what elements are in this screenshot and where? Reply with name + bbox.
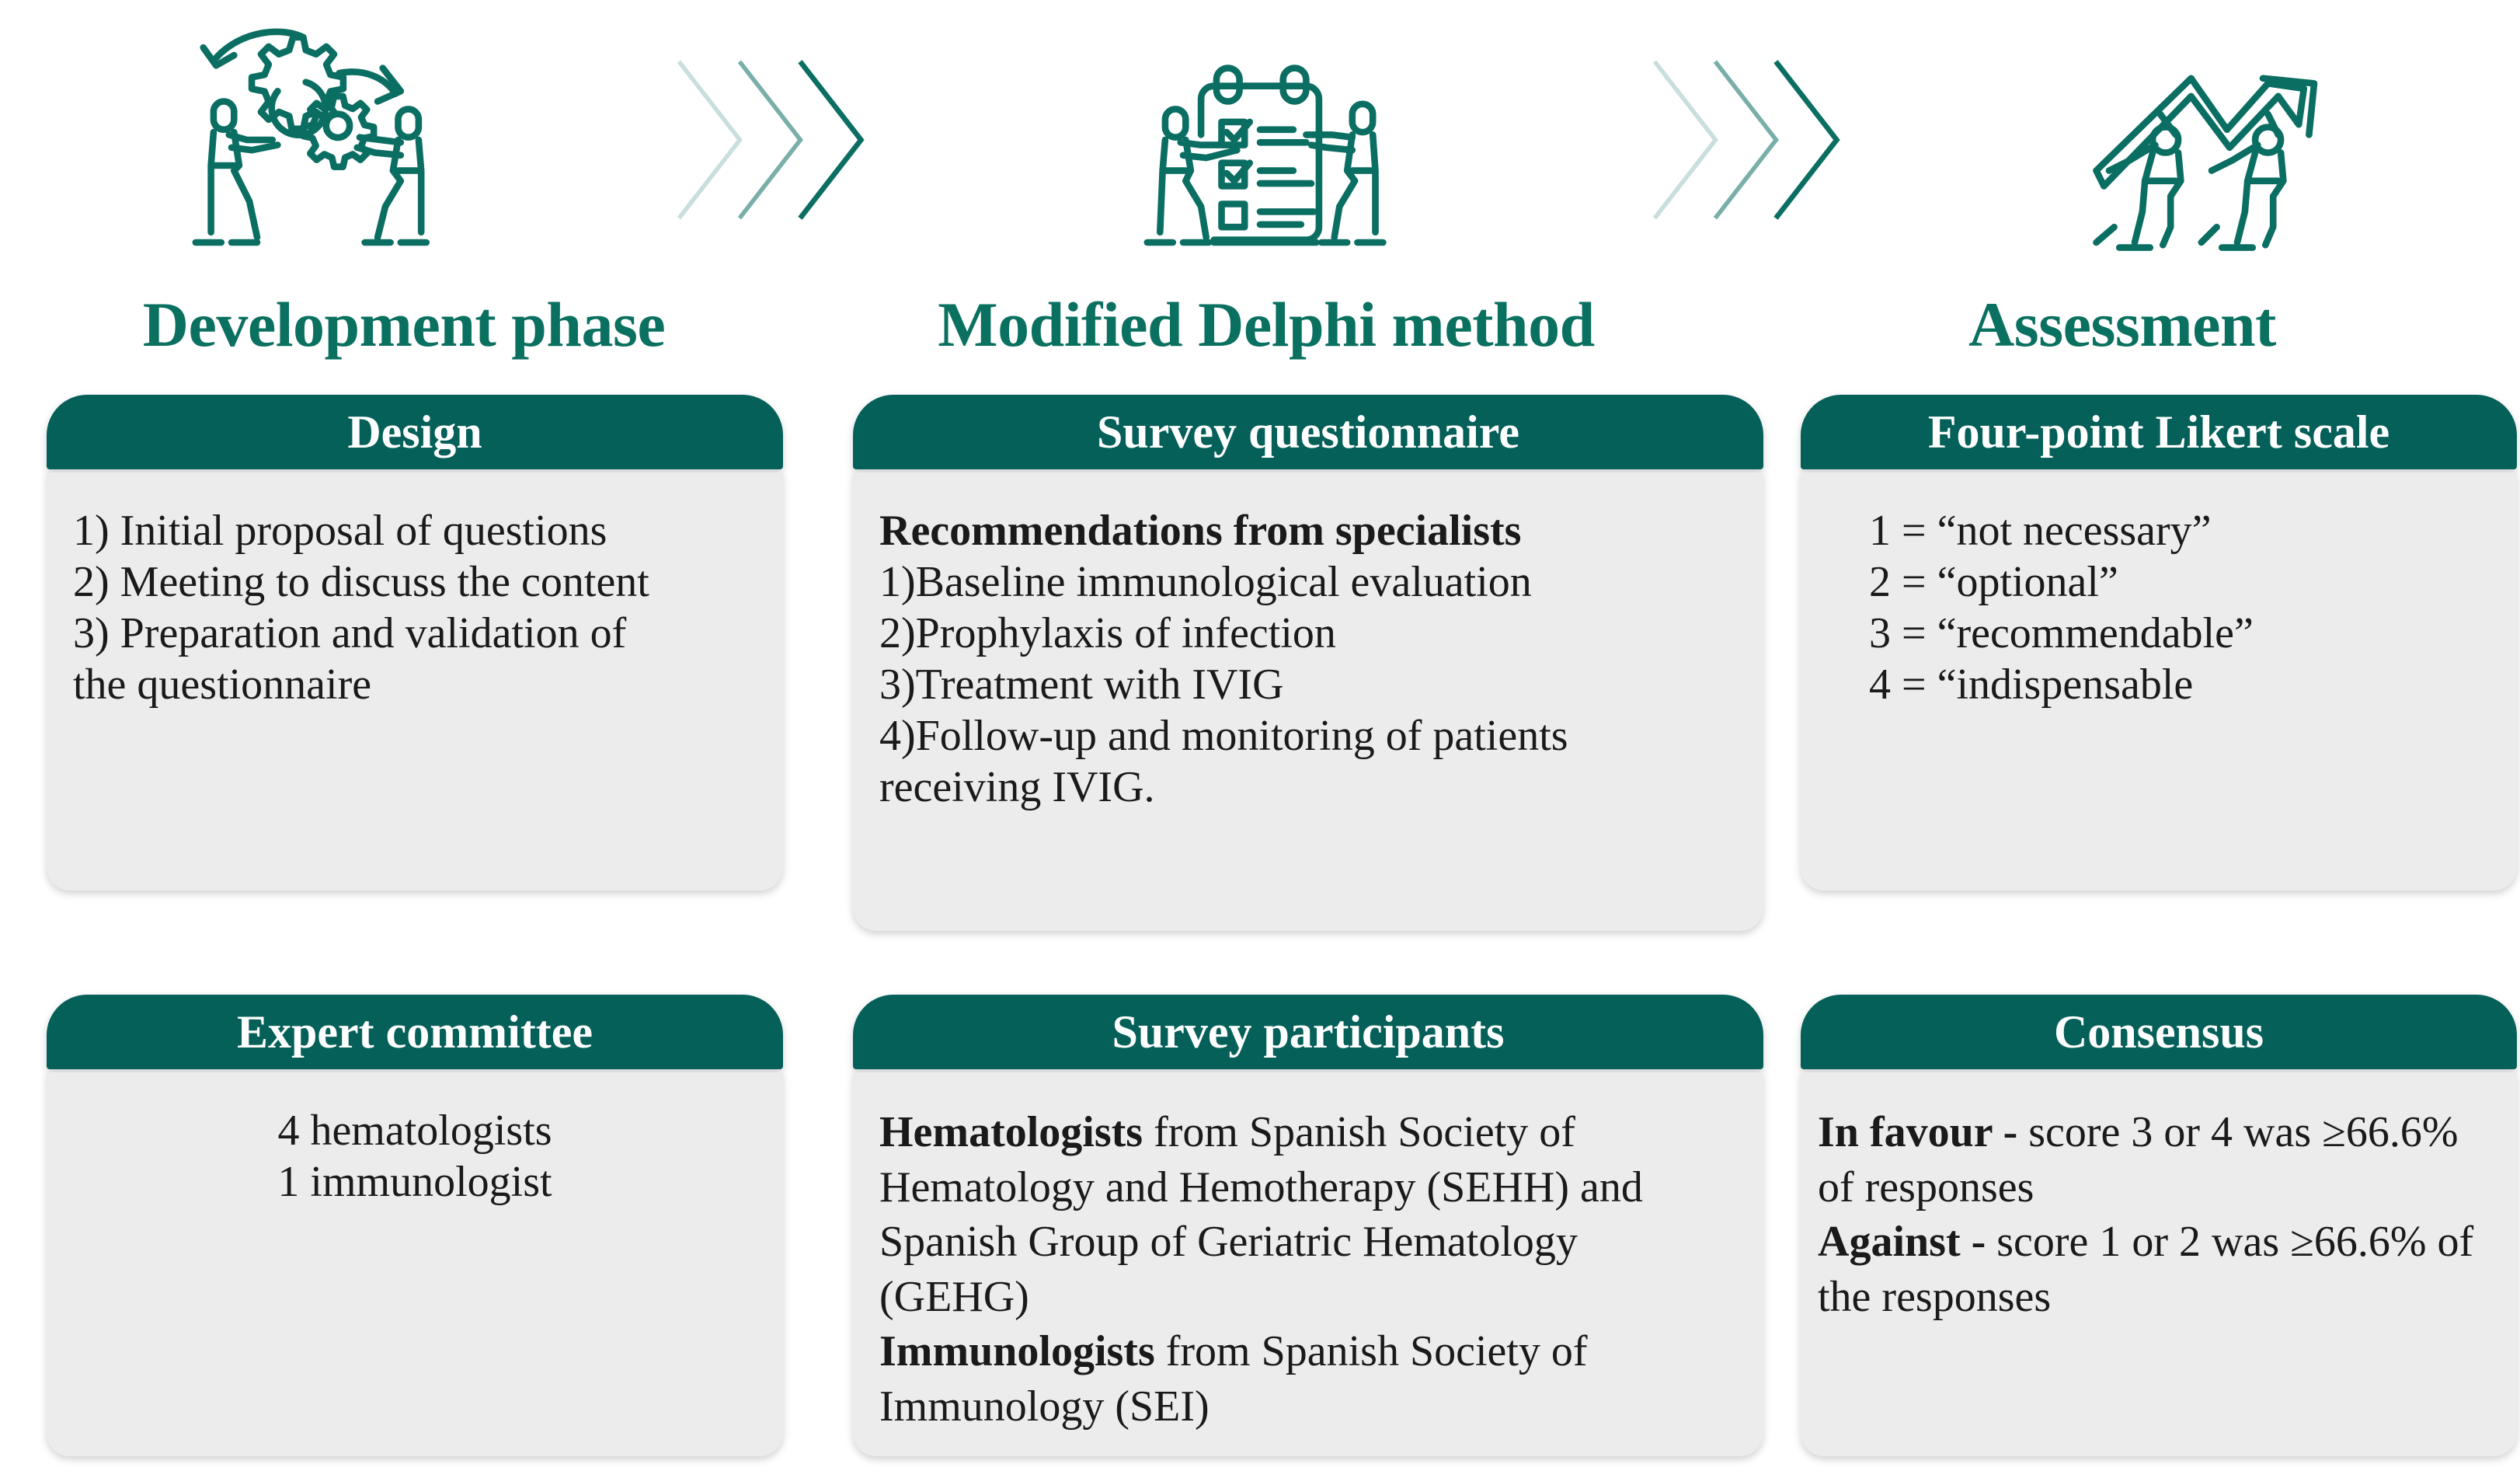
list-item: the questionnaire xyxy=(73,661,372,709)
team-checklist-icon xyxy=(1132,12,1388,268)
card-column-2-row2: Survey participants Hematologists from S… xyxy=(853,995,1763,1456)
group-label-hematologists: Hematologists xyxy=(879,1108,1143,1156)
group-label-immunologists: Immunologists xyxy=(879,1327,1155,1376)
phase-icon-strip xyxy=(0,0,2520,280)
list-item: 3) Preparation and validation of xyxy=(73,609,627,658)
participants-hematologists: Hematologists from Spanish Society of He… xyxy=(879,1105,1737,1324)
card-row-2: Expert committee 4 hematologists 1 immun… xyxy=(47,995,2517,1456)
phase-icon-cell-1 xyxy=(0,8,618,272)
phase-title-delphi: Modified Delphi method xyxy=(938,289,1595,360)
list-item: 2)Prophylaxis of infection xyxy=(879,609,1336,658)
card-survey-participants: Survey participants Hematologists from S… xyxy=(853,995,1763,1456)
list-item: 1 = “not necessary” xyxy=(1869,507,2212,555)
list-item: 4)Follow-up and monitoring of patients xyxy=(879,712,1568,761)
consensus-against: Against - score 1 or 2 was ≥66.6% of the… xyxy=(1818,1215,2490,1324)
card-body-likert: 1 = “not necessary” 2 = “optional” 3 = “… xyxy=(1801,472,2517,891)
card-column-3-row2: Consensus In favour - score 3 or 4 was ≥… xyxy=(1801,995,2517,1456)
phase-titles: Development phase Modified Delphi method… xyxy=(0,278,2520,379)
teamwork-gears-icon xyxy=(180,12,437,268)
card-survey-questionnaire: Survey questionnaire Recommendations fro… xyxy=(853,395,1763,931)
phase-icon-cell-3 xyxy=(1902,8,2520,272)
list-item: 2 = “optional” xyxy=(1869,558,2118,607)
list-item: receiving IVIG. xyxy=(879,763,1155,812)
card-column-1: Design 1) Initial proposal of questions … xyxy=(47,395,783,891)
chevron-right-icon xyxy=(1653,60,1719,220)
chevron-right-icon xyxy=(798,60,865,220)
participants-immunologists: Immunologists from Spanish Society of Im… xyxy=(879,1324,1737,1434)
card-body-survey-participants: Hematologists from Spanish Society of He… xyxy=(853,1072,1763,1456)
card-column-3: Four-point Likert scale 1 = “not necessa… xyxy=(1801,395,2517,891)
consensus-label-in-favour: In favour - xyxy=(1818,1108,2018,1156)
chevron-group-2 xyxy=(1594,8,1902,272)
card-header-likert: Four-point Likert scale xyxy=(1801,395,2517,469)
phase-title-assessment: Assessment xyxy=(1968,289,2276,360)
list-item: 4 hematologists xyxy=(277,1107,552,1155)
phase-icon-cell-2 xyxy=(926,8,1593,272)
card-likert: Four-point Likert scale 1 = “not necessa… xyxy=(1801,395,2517,891)
card-row-1: Design 1) Initial proposal of questions … xyxy=(47,395,2517,931)
group-text-immunologists: from Spanish Society of Immunology (SEI) xyxy=(879,1327,1588,1431)
chevron-group-1 xyxy=(618,8,926,272)
list-item: 1) Initial proposal of questions xyxy=(73,507,607,555)
card-grid: Design 1) Initial proposal of questions … xyxy=(47,395,2517,1456)
chevron-right-icon xyxy=(677,60,743,220)
card-header-design: Design xyxy=(47,395,783,469)
chevron-right-icon xyxy=(737,60,803,220)
consensus-label-against: Against - xyxy=(1818,1218,1986,1267)
card-body-survey-questionnaire: Recommendations from specialists 1)Basel… xyxy=(853,472,1763,931)
list-item: 4 = “indispensable xyxy=(1869,661,2194,709)
card-design: Design 1) Initial proposal of questions … xyxy=(47,395,783,891)
card-expert-committee: Expert committee 4 hematologists 1 immun… xyxy=(47,995,783,1456)
card-column-2: Survey questionnaire Recommendations fro… xyxy=(853,395,1763,931)
card-body-expert-committee: 4 hematologists 1 immunologist xyxy=(47,1072,783,1456)
card-body-design: 1) Initial proposal of questions 2) Meet… xyxy=(47,472,783,891)
team-growth-arrow-icon xyxy=(2083,12,2340,268)
list-item: 3 = “recommendable” xyxy=(1869,609,2254,658)
consensus-in-favour: In favour - score 3 or 4 was ≥66.6% of r… xyxy=(1818,1105,2490,1215)
card-header-survey-questionnaire: Survey questionnaire xyxy=(853,395,1763,469)
phase-title-development: Development phase xyxy=(142,289,666,360)
chevron-right-icon xyxy=(1773,60,1840,220)
list-item: 2) Meeting to discuss the content xyxy=(73,558,649,607)
recommendations-heading: Recommendations from specialists xyxy=(879,507,1522,555)
group-text-hematologists: from Spanish Society of Hematology and H… xyxy=(879,1108,1643,1321)
list-item: 3)Treatment with IVIG xyxy=(879,661,1284,709)
card-header-expert-committee: Expert committee xyxy=(47,995,783,1069)
card-consensus: Consensus In favour - score 3 or 4 was ≥… xyxy=(1801,995,2517,1456)
card-header-consensus: Consensus xyxy=(1801,995,2517,1069)
list-item: 1 immunologist xyxy=(277,1158,552,1207)
card-body-consensus: In favour - score 3 or 4 was ≥66.6% of r… xyxy=(1801,1072,2517,1456)
card-header-survey-participants: Survey participants xyxy=(853,995,1763,1069)
consensus-text-in-favour: score 3 or 4 was ≥66.6% of responses xyxy=(1818,1108,2459,1211)
list-item: 1)Baseline immunological evaluation xyxy=(879,558,1532,607)
chevron-right-icon xyxy=(1714,60,1780,220)
consensus-text-against: score 1 or 2 was ≥66.6% of the responses xyxy=(1818,1218,2474,1321)
card-column-1-row2: Expert committee 4 hematologists 1 immun… xyxy=(47,995,783,1456)
